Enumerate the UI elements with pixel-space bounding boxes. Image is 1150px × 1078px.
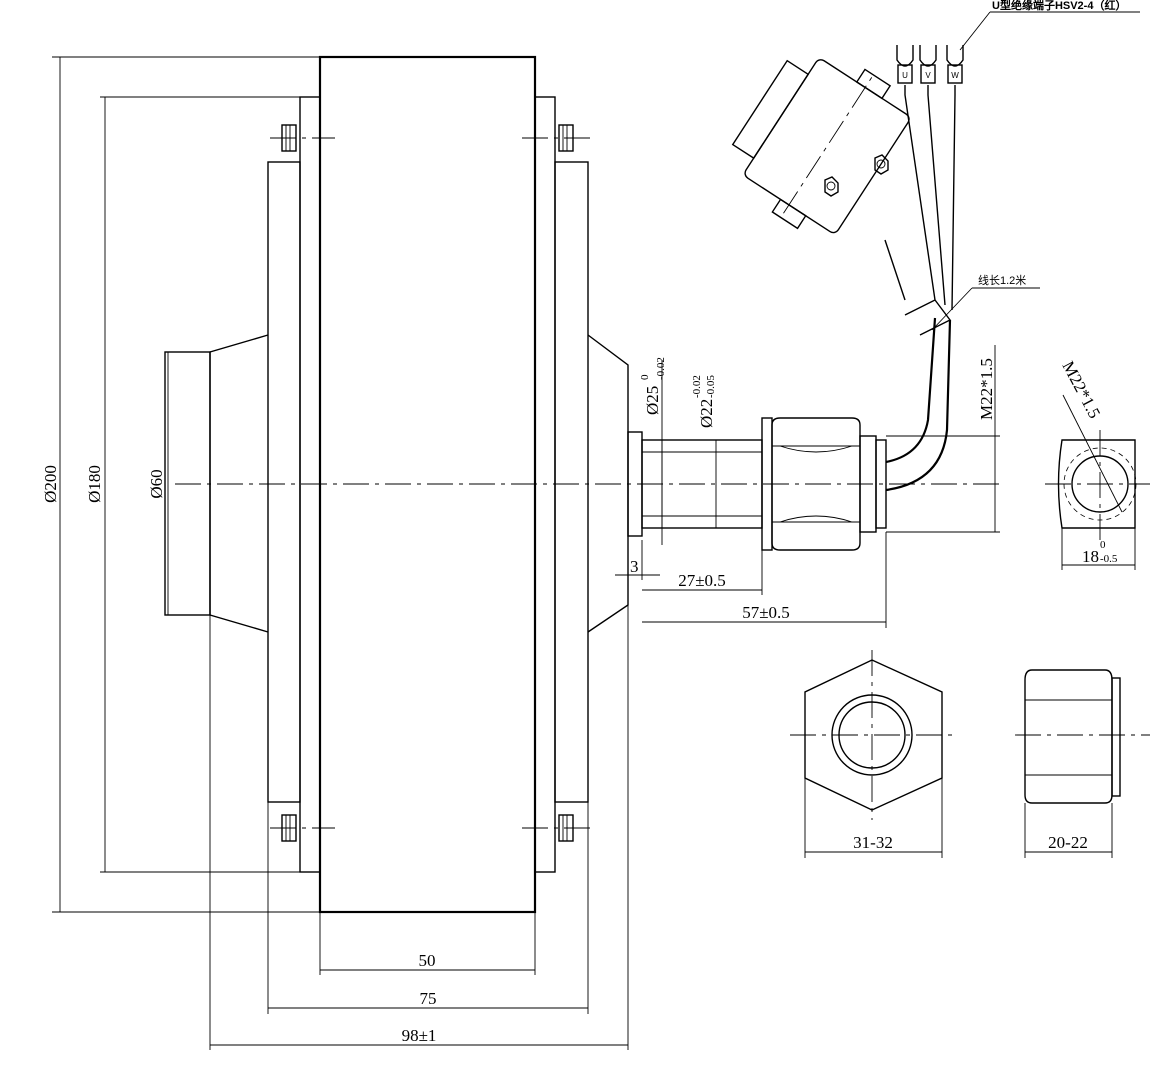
dim-length-27: 27±0.5 [642, 550, 763, 595]
terminal-note-text: U型绝缘端子HSV2-4（红） [992, 0, 1126, 12]
len-3-text: 3 [630, 557, 639, 576]
nut-across-flats-text: 31-32 [853, 833, 893, 852]
dim-180-text: Ø180 [85, 465, 104, 503]
dim-length-57: 57±0.5 [642, 532, 887, 628]
dim-22-lower: -0.05 [705, 375, 717, 398]
bolt-bottom-left [270, 814, 335, 842]
dim-25-lower: -0.02 [655, 357, 667, 380]
dim-diameter-200: Ø200 [41, 56, 320, 913]
d18-text: 18 [1082, 547, 1099, 566]
pin-v-label: V [925, 71, 931, 80]
dim-diameter-25: Ø25 0 -0.02 [639, 357, 667, 545]
cable-note: 线长1.2米 [931, 273, 1040, 331]
dim-22-upper: -0.02 [691, 375, 703, 398]
dim-length-3: 3 [615, 540, 660, 580]
len-57-text: 57±0.5 [742, 603, 790, 622]
dim-width-50: 50 [319, 912, 536, 975]
dim-60-text: Ø60 [147, 469, 166, 498]
pin-w-label: W [951, 71, 959, 80]
bolt-top-left [270, 124, 335, 152]
d18-lower: -0.5 [1100, 553, 1118, 565]
width-75-text: 75 [420, 989, 437, 1008]
nut-front-view: 31-32 [790, 650, 955, 858]
connector-hex-screws [824, 154, 889, 197]
dim-width-98: 98±1 [209, 605, 629, 1050]
thread-side-text: M22*1.5 [1058, 358, 1104, 422]
motor-cable [885, 299, 952, 492]
thread-axle-text: M22*1.5 [977, 358, 996, 420]
dsub-connector [731, 59, 910, 234]
dim-width-75: 75 [267, 802, 589, 1014]
dim-22-text: Ø22 [697, 399, 716, 428]
dim-diameter-60: Ø60 [147, 352, 169, 615]
u-terminals: U V W [896, 45, 964, 84]
motor-body [164, 55, 643, 914]
pin-u-label: U [902, 71, 908, 80]
dim-25-upper: 0 [639, 374, 651, 380]
dim-25-text: Ø25 [643, 386, 662, 415]
d18-upper: 0 [1100, 539, 1106, 551]
axle-nut [771, 417, 861, 551]
axle-end-view: M22*1.5 18 0 -0.5 [1045, 358, 1150, 570]
width-98-text: 98±1 [402, 1026, 437, 1045]
nut-side-view: 20-22 [1015, 669, 1150, 858]
bolt-top-right [522, 124, 590, 152]
bolt-bottom-right [522, 814, 590, 842]
nut-height-text: 20-22 [1048, 833, 1088, 852]
svg-text:Ø25: Ø25 [643, 386, 662, 415]
dim-diameter-22: Ø22 -0.02 -0.05 [691, 375, 717, 528]
len-27-text: 27±0.5 [678, 571, 726, 590]
terminal-note: U型绝缘端子HSV2-4（红） [959, 0, 1140, 51]
width-50-text: 50 [419, 951, 436, 970]
cable-note-text: 线长1.2米 [978, 273, 1026, 287]
dim-200-text: Ø200 [41, 465, 60, 503]
flange-bolts [270, 124, 590, 842]
motor-leads [884, 85, 956, 311]
dim-diameter-180: Ø180 [85, 96, 300, 873]
dim-thread-axle: M22*1.5 [886, 345, 1000, 533]
